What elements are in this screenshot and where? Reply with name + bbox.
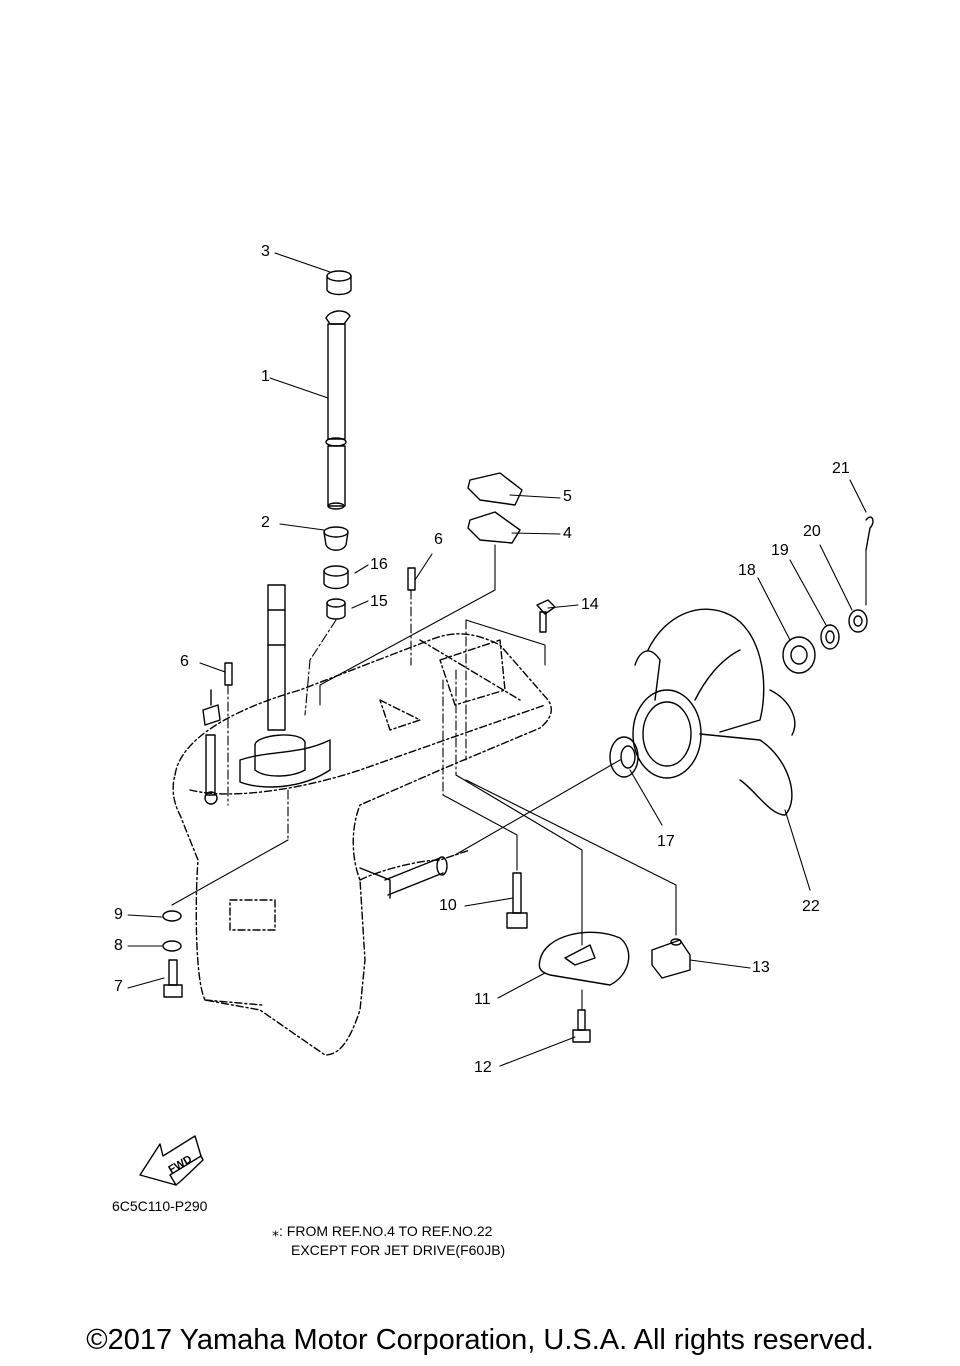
part-2-grommet [323, 526, 349, 551]
callout-17: 17 [657, 833, 675, 850]
shift-rod [202, 689, 221, 805]
assembly-lines [127, 252, 867, 1067]
connector-lines [171, 544, 677, 1011]
part-6-pin-b [224, 662, 233, 686]
part-9-washer [162, 910, 182, 922]
callout-20: 20 [803, 523, 821, 540]
note-line-1: ⁎: FROM REF.NO.4 TO REF.NO.22 [272, 1223, 493, 1239]
part-15-collar [326, 598, 346, 620]
callout-19: 19 [771, 542, 789, 559]
callout-14: 14 [581, 596, 599, 613]
callout-4: 4 [563, 525, 572, 542]
part-5-plate [467, 472, 523, 506]
callout-15: 15 [370, 593, 388, 610]
part-10-bolt [506, 872, 528, 929]
part-7-bolt [163, 959, 183, 998]
callout-10: 10 [439, 897, 457, 914]
propeller-shaft [359, 856, 448, 899]
note-line-2: EXCEPT FOR JET DRIVE(F60JB) [291, 1242, 506, 1258]
callout-2: 2 [261, 514, 270, 531]
part-6-pin-a [407, 567, 416, 591]
part-19-washer [820, 624, 840, 650]
part-16-bushing [323, 565, 349, 590]
part-11-trim-tab [538, 931, 630, 986]
part-14-bolt [536, 599, 556, 633]
callout-21: 21 [832, 460, 850, 477]
part-3-bushing [326, 270, 352, 296]
part-18-spacer [782, 636, 816, 674]
callout-18: 18 [738, 562, 756, 579]
callout-22: 22 [802, 898, 820, 915]
fwd-arrow-icon [139, 1135, 204, 1186]
part-12-bolt [572, 1009, 591, 1043]
callout-16: 16 [370, 556, 388, 573]
part-1-shift-rod [325, 310, 351, 510]
callout-1: 1 [261, 368, 270, 385]
lower-case-housing [172, 633, 552, 1056]
callout-7: 7 [114, 978, 123, 995]
part-4-plate [467, 511, 521, 544]
part-21-cotter-pin [865, 516, 874, 551]
callout-6a: 6 [434, 531, 443, 548]
callout-3: 3 [261, 243, 270, 260]
callout-8: 8 [114, 937, 123, 954]
assembly-chain-lines [227, 589, 467, 841]
part-8-washer [162, 940, 182, 952]
part-13-anode [651, 938, 691, 979]
drawing-code: 6C5C110-P290 [112, 1198, 208, 1214]
callout-11: 11 [474, 991, 491, 1008]
callout-5: 5 [563, 488, 572, 505]
callout-13: 13 [752, 959, 770, 976]
copyright-notice: ©2017 Yamaha Motor Corporation, U.S.A. A… [86, 1324, 874, 1356]
part-22-propeller [632, 608, 796, 816]
callout-9: 9 [114, 906, 123, 923]
part-20-nut [848, 609, 868, 633]
drive-shaft-tube [239, 584, 331, 788]
callout-6b: 6 [180, 653, 189, 670]
callout-12: 12 [474, 1059, 492, 1076]
